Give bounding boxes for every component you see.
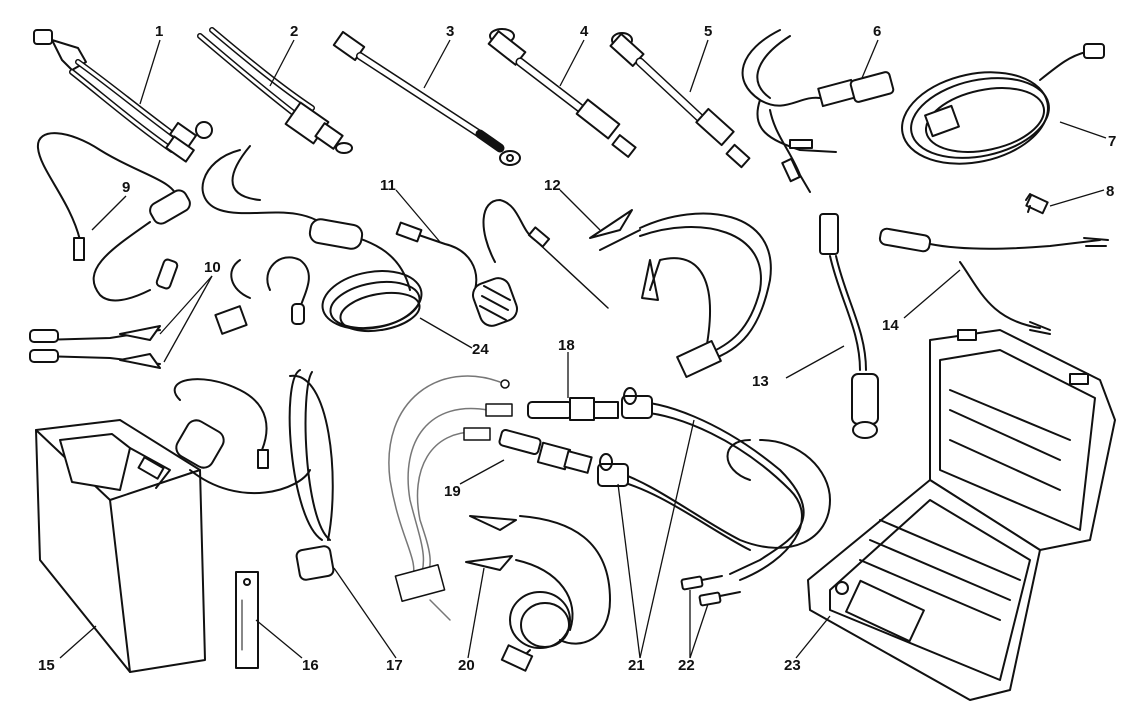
part-21-pressure-hoses — [598, 388, 830, 580]
callout-9: 9 — [122, 179, 130, 196]
callout-16: 16 — [302, 657, 319, 674]
callout-3: 3 — [446, 23, 454, 40]
callout-14: 14 — [882, 317, 899, 334]
callout-18: 18 — [558, 337, 575, 354]
callout-4: 4 — [580, 23, 589, 40]
part-22-nozzles — [681, 576, 740, 606]
part-19-adapter — [499, 429, 592, 473]
callout-20: 20 — [458, 657, 475, 674]
callout-numbers: 1 2 3 4 5 6 7 8 9 10 11 12 13 14 15 16 1… — [38, 23, 1116, 674]
callout-7: 7 — [1108, 133, 1116, 150]
part-17-coiled-cable — [173, 370, 335, 581]
part-4-hose-adapter — [489, 29, 636, 157]
part-8-plug — [1026, 194, 1048, 213]
part-23-open-case — [808, 330, 1115, 700]
callout-13: 13 — [752, 373, 769, 390]
callout-10: 10 — [204, 259, 221, 276]
part-6-connector-leads — [743, 30, 895, 192]
part-5-hose-adapter — [610, 33, 749, 167]
part-9-probe-lead — [38, 133, 193, 300]
callout-12: 12 — [544, 177, 561, 194]
callout-19: 19 — [444, 483, 461, 500]
part-12-clip-leads — [590, 210, 771, 377]
part-3-hose-with-banjo — [334, 32, 520, 165]
part-16-tag — [236, 572, 258, 668]
callout-23: 23 — [784, 657, 801, 674]
hose-bundle — [389, 376, 512, 620]
part-11-probe — [397, 200, 608, 329]
callout-21: 21 — [628, 657, 645, 674]
callout-17: 17 — [386, 657, 403, 674]
callout-6: 6 — [873, 23, 881, 40]
part-18-adapter — [528, 398, 618, 420]
leader-lines — [59, 39, 1107, 659]
callout-15: 15 — [38, 657, 55, 674]
part-13-lead-socket — [820, 214, 878, 438]
callout-2: 2 — [290, 23, 298, 40]
part-15-closed-case — [36, 420, 205, 672]
callout-22: 22 — [678, 657, 695, 674]
part-20-clip-leads — [466, 516, 610, 671]
part-14-clip-lead — [879, 228, 1108, 334]
callout-5: 5 — [704, 23, 712, 40]
callout-8: 8 — [1106, 183, 1114, 200]
callout-1: 1 — [155, 23, 163, 40]
callout-11: 11 — [380, 177, 396, 194]
part-24-coiled-lead — [203, 146, 427, 337]
callout-24: 24 — [472, 341, 489, 358]
part-2-hose-with-block — [200, 30, 352, 153]
part-1-double-hose-adapter — [34, 30, 212, 162]
part-7-coiled-cable — [893, 44, 1104, 176]
part-10-clip-leads — [30, 326, 160, 368]
